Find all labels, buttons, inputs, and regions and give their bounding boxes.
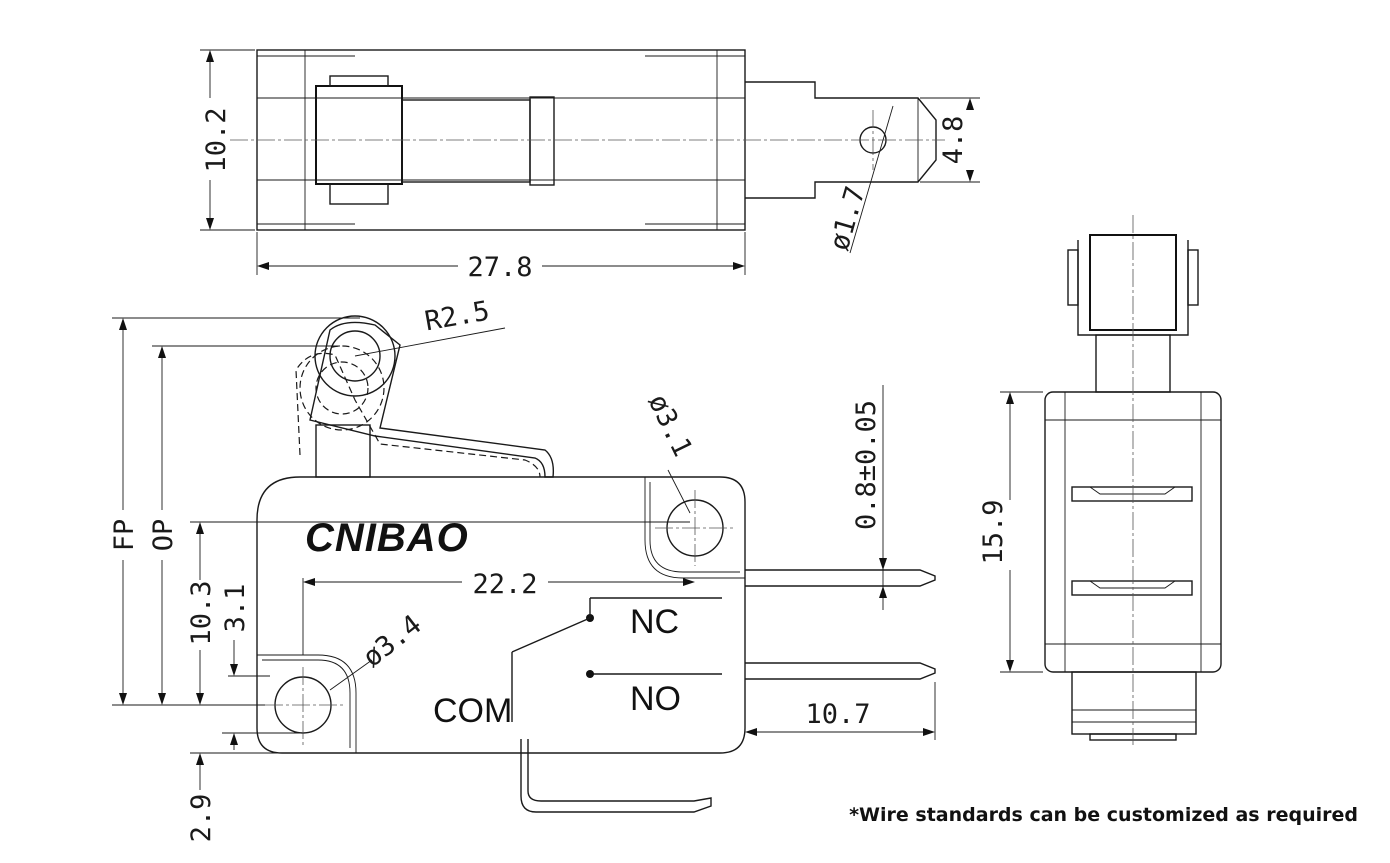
dim-10-7: 10.7: [805, 699, 870, 730]
label-nc: NC: [630, 603, 679, 641]
dim-fp: FP: [109, 519, 140, 552]
brand-logo: CNIBAO: [305, 516, 469, 560]
label-com: COM: [433, 692, 512, 730]
no-terminal-pin: [745, 662, 936, 680]
front-view: CNIBAO NC NO COM R2.5 ø3.1: [109, 296, 936, 843]
dim-10-3: 10.3: [186, 580, 217, 645]
top-view-roller: [315, 85, 403, 185]
footnote: *Wire standards can be customized as req…: [849, 804, 1358, 826]
label-no: NO: [630, 680, 681, 718]
top-view: 10.2 27.8 4.8 ø1.7: [200, 49, 980, 283]
dim-3-1: 3.1: [220, 584, 251, 633]
top-view-lever: [401, 99, 531, 183]
plunger: [315, 424, 371, 478]
dim-r2-5: R2.5: [422, 296, 491, 338]
dim-15-9: 15.9: [978, 499, 1009, 564]
dim-10-2: 10.2: [201, 107, 232, 172]
side-view: 15.9: [978, 215, 1222, 745]
dim-2-9: 2.9: [186, 794, 217, 843]
dim-hole-1-7: ø1.7: [824, 183, 872, 254]
actuator-lever: [309, 321, 555, 478]
dim-hole-3-1: ø3.1: [642, 389, 698, 461]
dim-27-8: 27.8: [467, 252, 532, 283]
dim-hole-3-4: ø3.4: [357, 609, 427, 673]
front-view-body: [256, 476, 746, 754]
nc-terminal-pin: [745, 569, 936, 587]
com-terminal-pin: [520, 739, 712, 813]
dim-op: OP: [148, 519, 179, 552]
dim-22-2: 22.2: [472, 569, 537, 600]
dim-4-8: 4.8: [938, 116, 969, 165]
dim-0-8: 0.8±0.05: [851, 400, 882, 530]
